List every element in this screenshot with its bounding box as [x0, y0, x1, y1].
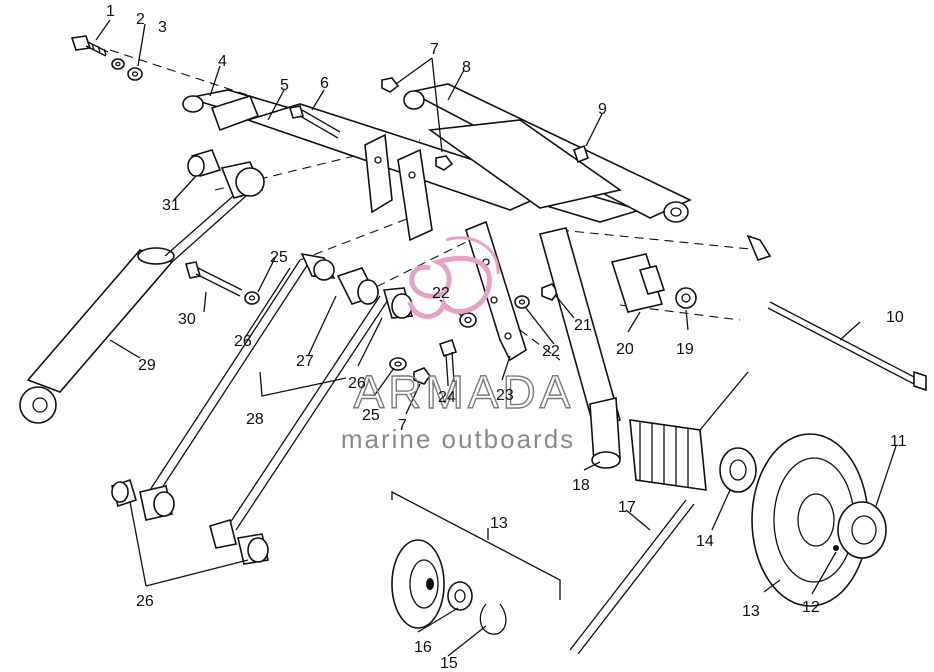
watermark: ARMADA marine outboards: [341, 236, 575, 454]
callout-label: 27: [296, 353, 314, 370]
callout-label: 3: [158, 19, 167, 36]
callout-label: 13: [490, 515, 508, 532]
callout-label: 9: [598, 101, 607, 118]
nut-part-21: [541, 283, 559, 301]
bushing-part-27: [336, 267, 414, 319]
mounting-plate: [364, 133, 433, 242]
washer-part-25-upper: [244, 291, 260, 305]
group-bracket-13: [391, 490, 561, 600]
callout-label: 26: [348, 375, 366, 392]
callout-labels: 1 2 3 4 5 6 7 8 9 10 11 12 13 14 15 16 1…: [106, 3, 907, 672]
spring-part-17: [569, 371, 749, 655]
callout-label: 15: [440, 655, 458, 672]
callout-label: 25: [362, 407, 380, 424]
callout-label: 11: [890, 433, 907, 450]
washer-part-22-right: [514, 295, 530, 309]
callout-label: 12: [802, 599, 820, 616]
cap-part-11: [837, 501, 887, 559]
watermark-brand: ARMADA: [354, 366, 575, 418]
washer-part-25-lower: [389, 357, 407, 371]
callout-label: 22: [432, 285, 450, 302]
callout-label: 22: [542, 343, 560, 360]
callout-label: 18: [572, 477, 590, 494]
callout-label: 2: [136, 11, 145, 28]
callout-label: 21: [574, 317, 592, 334]
callout-label: 31: [162, 197, 180, 214]
bracket-plate-part-23: [465, 220, 527, 362]
bushing-part-26-lower-b: [209, 518, 269, 565]
bolt-part-10: [746, 234, 927, 392]
callout-label: 16: [414, 639, 432, 656]
washer-part-22-left: [459, 312, 477, 328]
shaft-part-18: [539, 227, 621, 469]
wheel-part-13-small: [391, 539, 445, 629]
bolt-part-6: [288, 105, 341, 139]
bearing-part-16: [447, 581, 473, 611]
callout-label: 25: [270, 249, 288, 266]
washer-part-3: [127, 67, 143, 81]
callout-label: 13: [742, 603, 760, 620]
callout-label: 28: [246, 411, 264, 428]
callout-label: 6: [320, 75, 329, 92]
fitting-part-9: [573, 144, 589, 164]
callout-label: 7: [430, 41, 439, 58]
callout-label: 8: [462, 59, 471, 76]
callout-label: 26: [136, 593, 154, 610]
callout-label: 30: [178, 311, 196, 328]
bolt-part-24: [438, 338, 458, 385]
washer-part-14: [719, 447, 757, 493]
washer-part-2: [111, 58, 125, 70]
nut-part-7-upper: [381, 77, 454, 171]
callout-label: 23: [496, 387, 514, 404]
shock-absorber-part-29: [19, 189, 247, 424]
callout-label: 5: [280, 77, 289, 94]
callout-label: 14: [696, 533, 714, 550]
snap-ring-part-15: [479, 603, 507, 635]
clamp-part-20: [610, 253, 666, 313]
callout-label: 29: [138, 357, 156, 374]
shock-eye-top: [220, 161, 265, 199]
callout-label: 26: [234, 333, 252, 350]
callout-label: 7: [398, 417, 407, 434]
washer-part-19: [675, 287, 697, 309]
bushing-part-26-lower-a: [111, 478, 175, 521]
callout-label: 20: [616, 341, 634, 358]
bearing-part-12: [833, 545, 839, 551]
callout-label: 19: [676, 341, 694, 358]
link-rod-part-28: [149, 252, 389, 531]
callout-label: 24: [438, 389, 456, 406]
callout-label: 1: [106, 3, 115, 20]
nut-part-7-lower: [413, 367, 431, 385]
watermark-tagline: marine outboards: [341, 424, 575, 454]
bolt-part-30: [184, 261, 243, 297]
bolt-part-1: [70, 35, 109, 57]
callout-label: 10: [886, 309, 904, 326]
brand-logo-icon: [407, 236, 500, 319]
callout-label: 17: [618, 499, 636, 516]
callout-label: 4: [218, 53, 227, 70]
bushing-part-31: [187, 149, 222, 177]
